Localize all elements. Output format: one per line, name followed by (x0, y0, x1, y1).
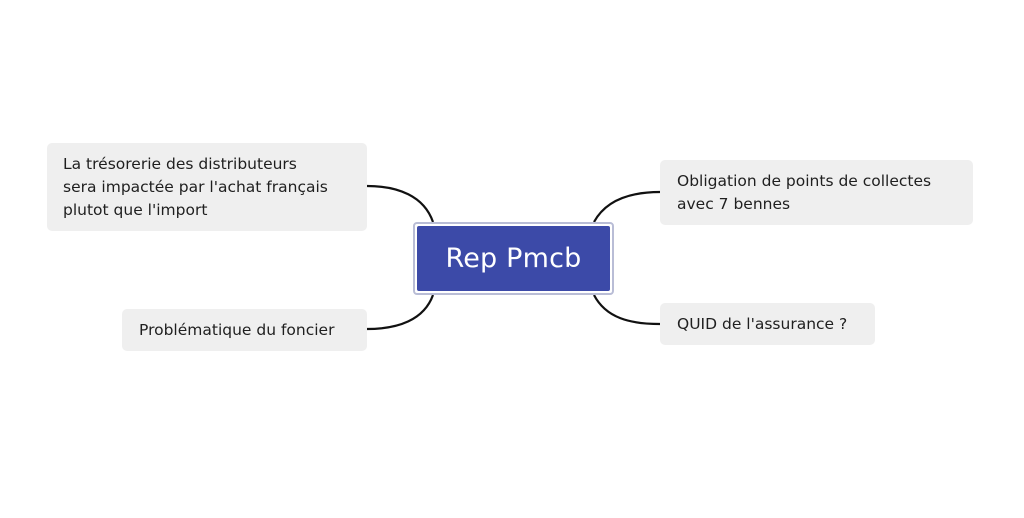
connector-to-land-issue (366, 294, 435, 331)
connector-to-collection-points (593, 190, 661, 223)
central-topic-fill: Rep Pmcb (417, 226, 610, 291)
central-topic-label: Rep Pmcb (445, 243, 582, 274)
topic-treasury-impact-label: La trésorerie des distributeurs sera imp… (63, 154, 328, 219)
topic-land-issue[interactable]: Problématique du foncier (122, 309, 367, 351)
topic-collection-points-label: Obligation de points de collectes avec 7… (677, 171, 932, 213)
topic-insurance[interactable]: QUID de l'assurance ? (660, 303, 875, 345)
topic-insurance-label: QUID de l'assurance ? (677, 314, 848, 333)
topic-collection-points[interactable]: Obligation de points de collectes avec 7… (660, 160, 973, 225)
topic-land-issue-label: Problématique du foncier (139, 320, 335, 339)
topic-treasury-impact[interactable]: La trésorerie des distributeurs sera imp… (47, 143, 367, 231)
connector-to-treasury (366, 184, 435, 223)
connector-to-insurance (593, 294, 661, 326)
central-topic[interactable]: Rep Pmcb (413, 222, 614, 295)
